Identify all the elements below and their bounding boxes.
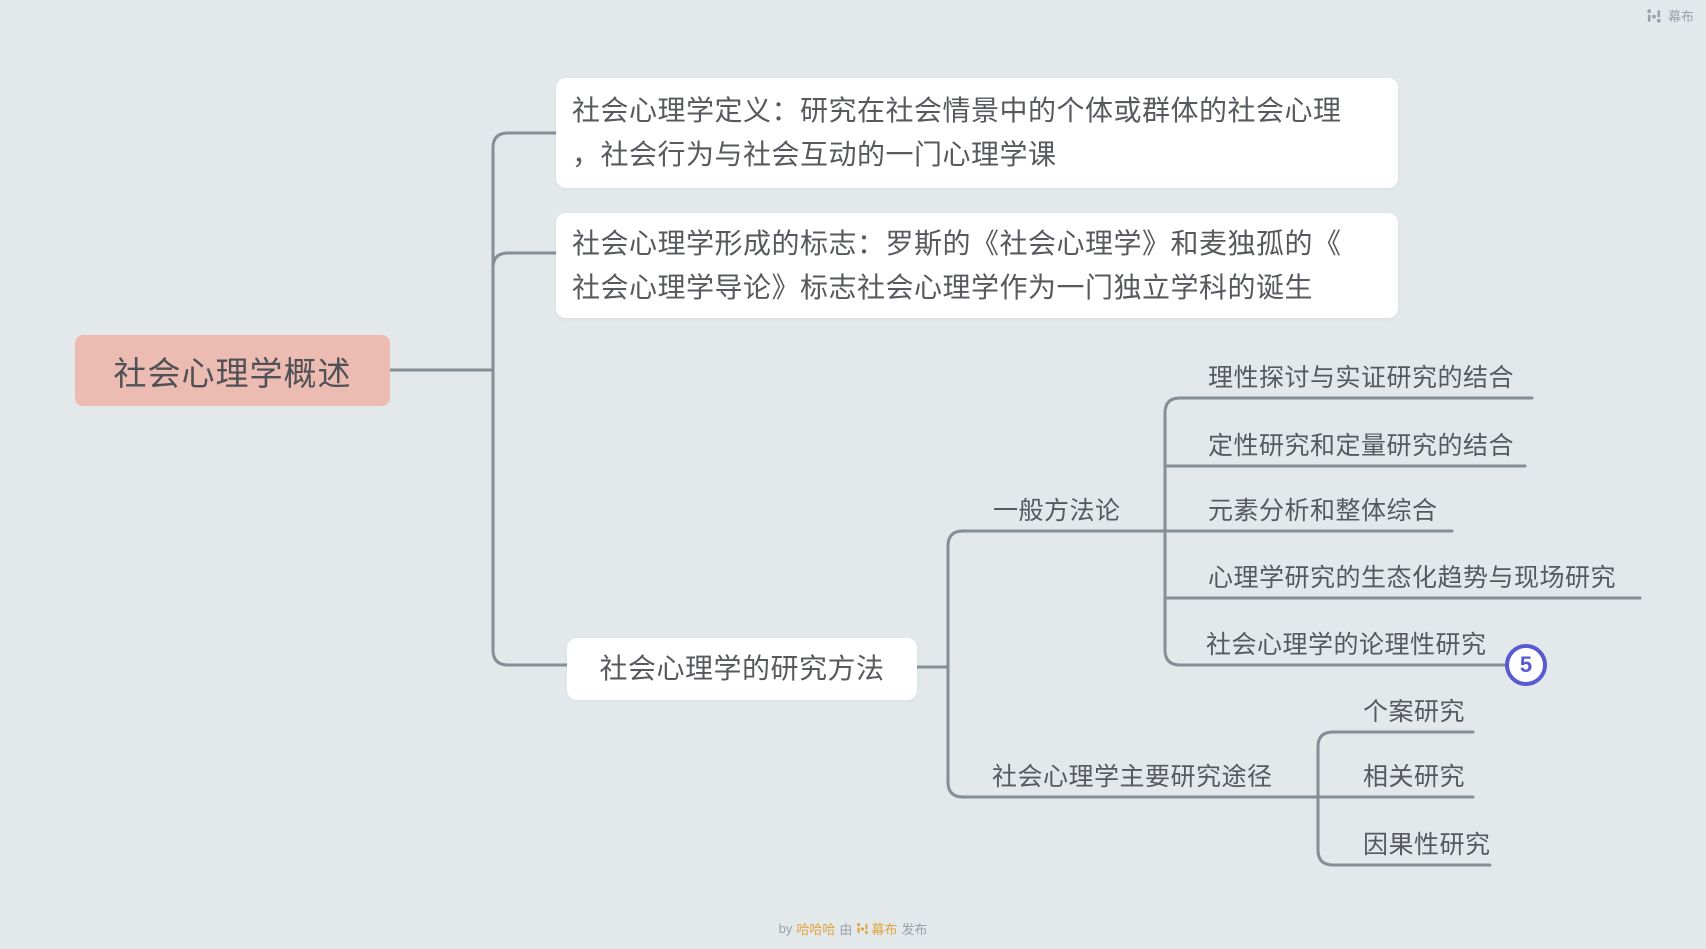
footer-brand-link[interactable]: 幕布 — [856, 919, 897, 938]
collapsed-count-badge[interactable]: 5 — [1505, 644, 1547, 686]
leaf-ecological-field[interactable]: 心理学研究的生态化趋势与现场研究 — [1208, 564, 1617, 592]
leaf-qualitative-quantitative[interactable]: 定性研究和定量研究的结合 — [1208, 432, 1515, 460]
leaf-element-holistic[interactable]: 元素分析和整体综合 — [1208, 497, 1438, 525]
brand-corner-label: 幕布 — [1667, 9, 1694, 24]
footer-publish-label: 发布 — [901, 922, 928, 937]
root-node[interactable]: 社会心理学概述 — [75, 335, 390, 406]
node-definition[interactable]: 社会心理学定义：研究在社会情景中的个体或群体的社会心理 ，社会行为与社会互动的一… — [556, 78, 1398, 188]
root-node-label: 社会心理学概述 — [113, 354, 352, 392]
node-research-methods-label: 社会心理学的研究方法 — [599, 653, 885, 684]
mubu-logo-icon — [1647, 8, 1661, 23]
brand-corner-link[interactable]: 幕布 — [1646, 6, 1694, 25]
footer-by-label: by — [778, 921, 793, 936]
leaf-correlational-study[interactable]: 相关研究 — [1363, 763, 1466, 791]
collapsed-count-value: 5 — [1519, 652, 1533, 677]
node-research-approaches[interactable]: 社会心理学主要研究途径 — [992, 763, 1273, 791]
footer-via-label: 由 — [839, 922, 853, 937]
node-formation[interactable]: 社会心理学形成的标志：罗斯的《社会心理学》和麦独孤的《 社会心理学导论》标志社会… — [556, 213, 1398, 318]
footer-author-link[interactable]: 哈哈哈 — [796, 922, 836, 937]
node-definition-line1: 社会心理学定义：研究在社会情景中的个体或群体的社会心理 — [572, 95, 1342, 126]
footer-brand-label: 幕布 — [871, 922, 898, 937]
publish-footer: by 哈哈哈 由 幕布 发布 — [0, 919, 1706, 938]
leaf-rational-empirical[interactable]: 理性探讨与实证研究的结合 — [1208, 364, 1515, 392]
leaf-causal-study[interactable]: 因果性研究 — [1363, 831, 1491, 859]
leaf-case-study[interactable]: 个案研究 — [1363, 698, 1466, 726]
leaf-ethical-research[interactable]: 社会心理学的论理性研究 — [1206, 631, 1487, 659]
node-formation-line2: 社会心理学导论》标志社会心理学作为一门独立学科的诞生 — [572, 271, 1314, 303]
node-research-methods[interactable]: 社会心理学的研究方法 — [567, 638, 917, 700]
node-formation-line1: 社会心理学形成的标志：罗斯的《社会心理学》和麦独孤的《 — [572, 227, 1342, 259]
mubu-logo-icon-small — [857, 923, 869, 934]
node-definition-line2: ，社会行为与社会互动的一门心理学课 — [572, 139, 1057, 170]
node-general-methodology[interactable]: 一般方法论 — [993, 497, 1121, 525]
